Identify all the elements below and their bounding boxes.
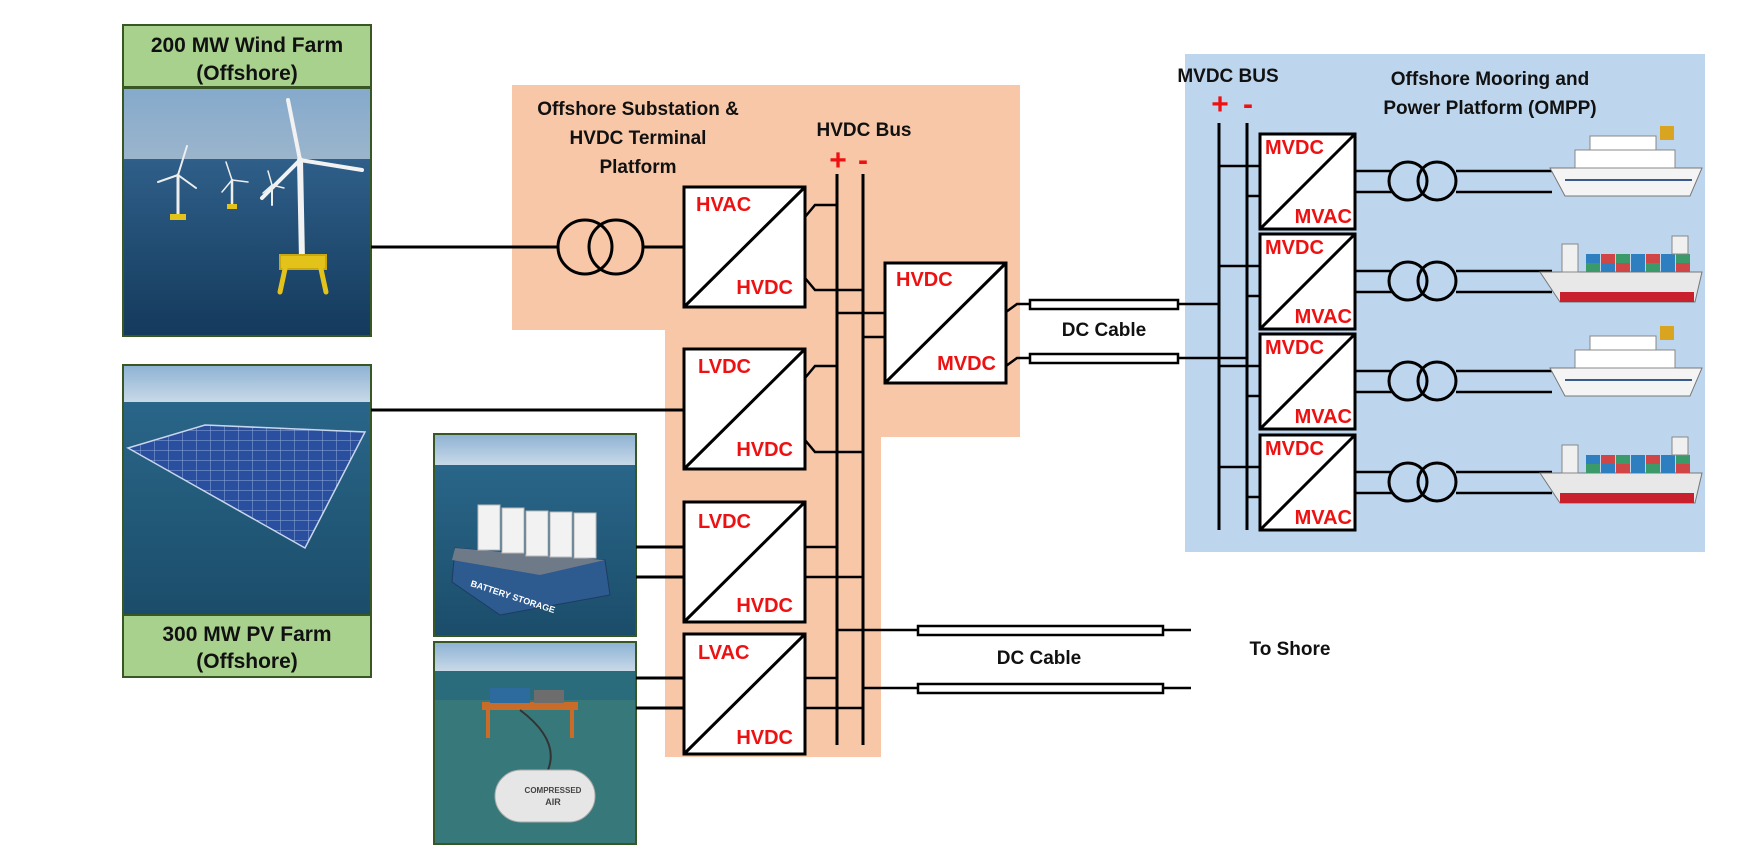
converter-mvdc-mvac: MVDC MVAC [1258, 232, 1357, 331]
converter-input-label: HVAC [696, 194, 751, 216]
mvdc-bus-plus: + [1211, 88, 1229, 121]
cruise-ship-icon [1549, 326, 1703, 397]
converter-mvdc-mvac: MVDC MVAC [1258, 132, 1357, 231]
wind-turbine-icon [157, 145, 197, 220]
transformer-icon [1387, 360, 1458, 402]
converter-input-label: MVDC [1265, 337, 1324, 359]
container-ship-icon [1539, 436, 1703, 504]
converter-input-label: LVDC [698, 356, 751, 378]
solar-panel-array-icon [126, 424, 367, 550]
converter-output-label: HVDC [736, 439, 793, 461]
dc-cable-lower-label: DC Cable [997, 648, 1081, 669]
ompp-converter-row: MVDC MVAC [1219, 433, 1703, 532]
hvdc-bus-plus: + [829, 144, 847, 177]
substation-title-line1: Offshore Substation & [537, 99, 739, 120]
pv-farm-image [122, 364, 372, 616]
ompp-title-line1: Offshore Mooring and [1391, 69, 1589, 90]
dc-cable-upper [1005, 298, 1247, 368]
transformer-icon [1387, 260, 1458, 302]
wind-farm-label-line2: (Offshore) [196, 62, 298, 85]
converter-output-label: HVDC [736, 595, 793, 617]
substation-title-line3: Platform [599, 157, 676, 178]
wind-turbine-icon [260, 98, 364, 295]
substation-title-line2: HVDC Terminal [570, 128, 707, 149]
dc-cable-upper-label: DC Cable [1062, 320, 1146, 341]
converter-output-label: MVDC [937, 353, 996, 375]
mvdc-bus-label: MVDC BUS [1177, 66, 1278, 87]
hvdc-bus-label: HVDC Bus [816, 120, 911, 141]
ompp-converter-row: MVDC MVAC [1219, 126, 1703, 231]
converter-input-label: LVDC [698, 511, 751, 533]
converter-input-label: MVDC [1265, 438, 1324, 460]
hvdc-bus-minus: - [858, 144, 868, 177]
dc-cable-lower [837, 624, 1191, 695]
wind-turbine-icon [262, 170, 285, 206]
converter-lvac-hvdc-caes: LVAC HVDC [682, 632, 807, 756]
mvdc-bus-minus: - [1243, 88, 1253, 121]
converter-output-label: HVDC [736, 727, 793, 749]
wind-farm-label-box [122, 24, 372, 88]
compressed-air-image: COMPRESSED AIR [433, 641, 637, 845]
converter-hvdc-mvdc: HVDC MVDC [883, 261, 1008, 385]
converter-input-label: HVDC [896, 269, 953, 291]
cruise-ship-icon [1549, 126, 1703, 197]
converter-bus-wiring [804, 203, 885, 710]
wind-farm-source: 200 MW Wind Farm (Offshore) [122, 24, 372, 337]
pv-farm-label-line1: 300 MW PV Farm [162, 623, 331, 646]
converter-input-label: MVDC [1265, 237, 1324, 259]
ompp-converter-rows: MVDC MVAC MVDC MVAC MVDC MVAC MVDC MVAC [1219, 126, 1703, 532]
wind-farm-label-line1: 200 MW Wind Farm [151, 34, 343, 57]
transformer-icon [1387, 461, 1458, 503]
compressed-air-text-line2: AIR [545, 797, 561, 807]
converter-input-label: MVDC [1265, 137, 1324, 159]
transformer-icon [1387, 160, 1458, 202]
to-shore-label: To Shore [1250, 639, 1331, 660]
converter-output-label: MVAC [1295, 507, 1352, 529]
converter-mvdc-mvac: MVDC MVAC [1258, 332, 1357, 431]
converter-hvac-hvdc: HVAC HVDC [682, 185, 807, 309]
battery-storage-image: BATTERY STORAGE [433, 433, 637, 637]
compressed-air-text-line1: COMPRESSED [525, 786, 582, 795]
container-ship-icon [1539, 235, 1703, 303]
wind-turbine-icon [221, 161, 249, 209]
converter-input-label: LVAC [698, 642, 749, 664]
converter-output-label: MVAC [1295, 206, 1352, 228]
ompp-title-line2: Power Platform (OMPP) [1383, 98, 1596, 119]
converter-output-label: HVDC [736, 277, 793, 299]
ompp-converter-row: MVDC MVAC [1219, 326, 1703, 431]
pv-farm-source: 300 MW PV Farm (Offshore) [122, 364, 372, 678]
converter-lvdc-hvdc-pv: LVDC HVDC [682, 347, 807, 471]
wind-farm-image [122, 87, 372, 337]
converter-output-label: MVAC [1295, 306, 1352, 328]
converter-mvdc-mvac: MVDC MVAC [1258, 433, 1357, 532]
ompp-converter-row: MVDC MVAC [1219, 232, 1703, 331]
pv-farm-label-box [122, 614, 372, 678]
pv-farm-label-line2: (Offshore) [196, 650, 298, 673]
converter-lvdc-hvdc-battery: LVDC HVDC [682, 500, 807, 624]
converter-output-label: MVAC [1295, 406, 1352, 428]
